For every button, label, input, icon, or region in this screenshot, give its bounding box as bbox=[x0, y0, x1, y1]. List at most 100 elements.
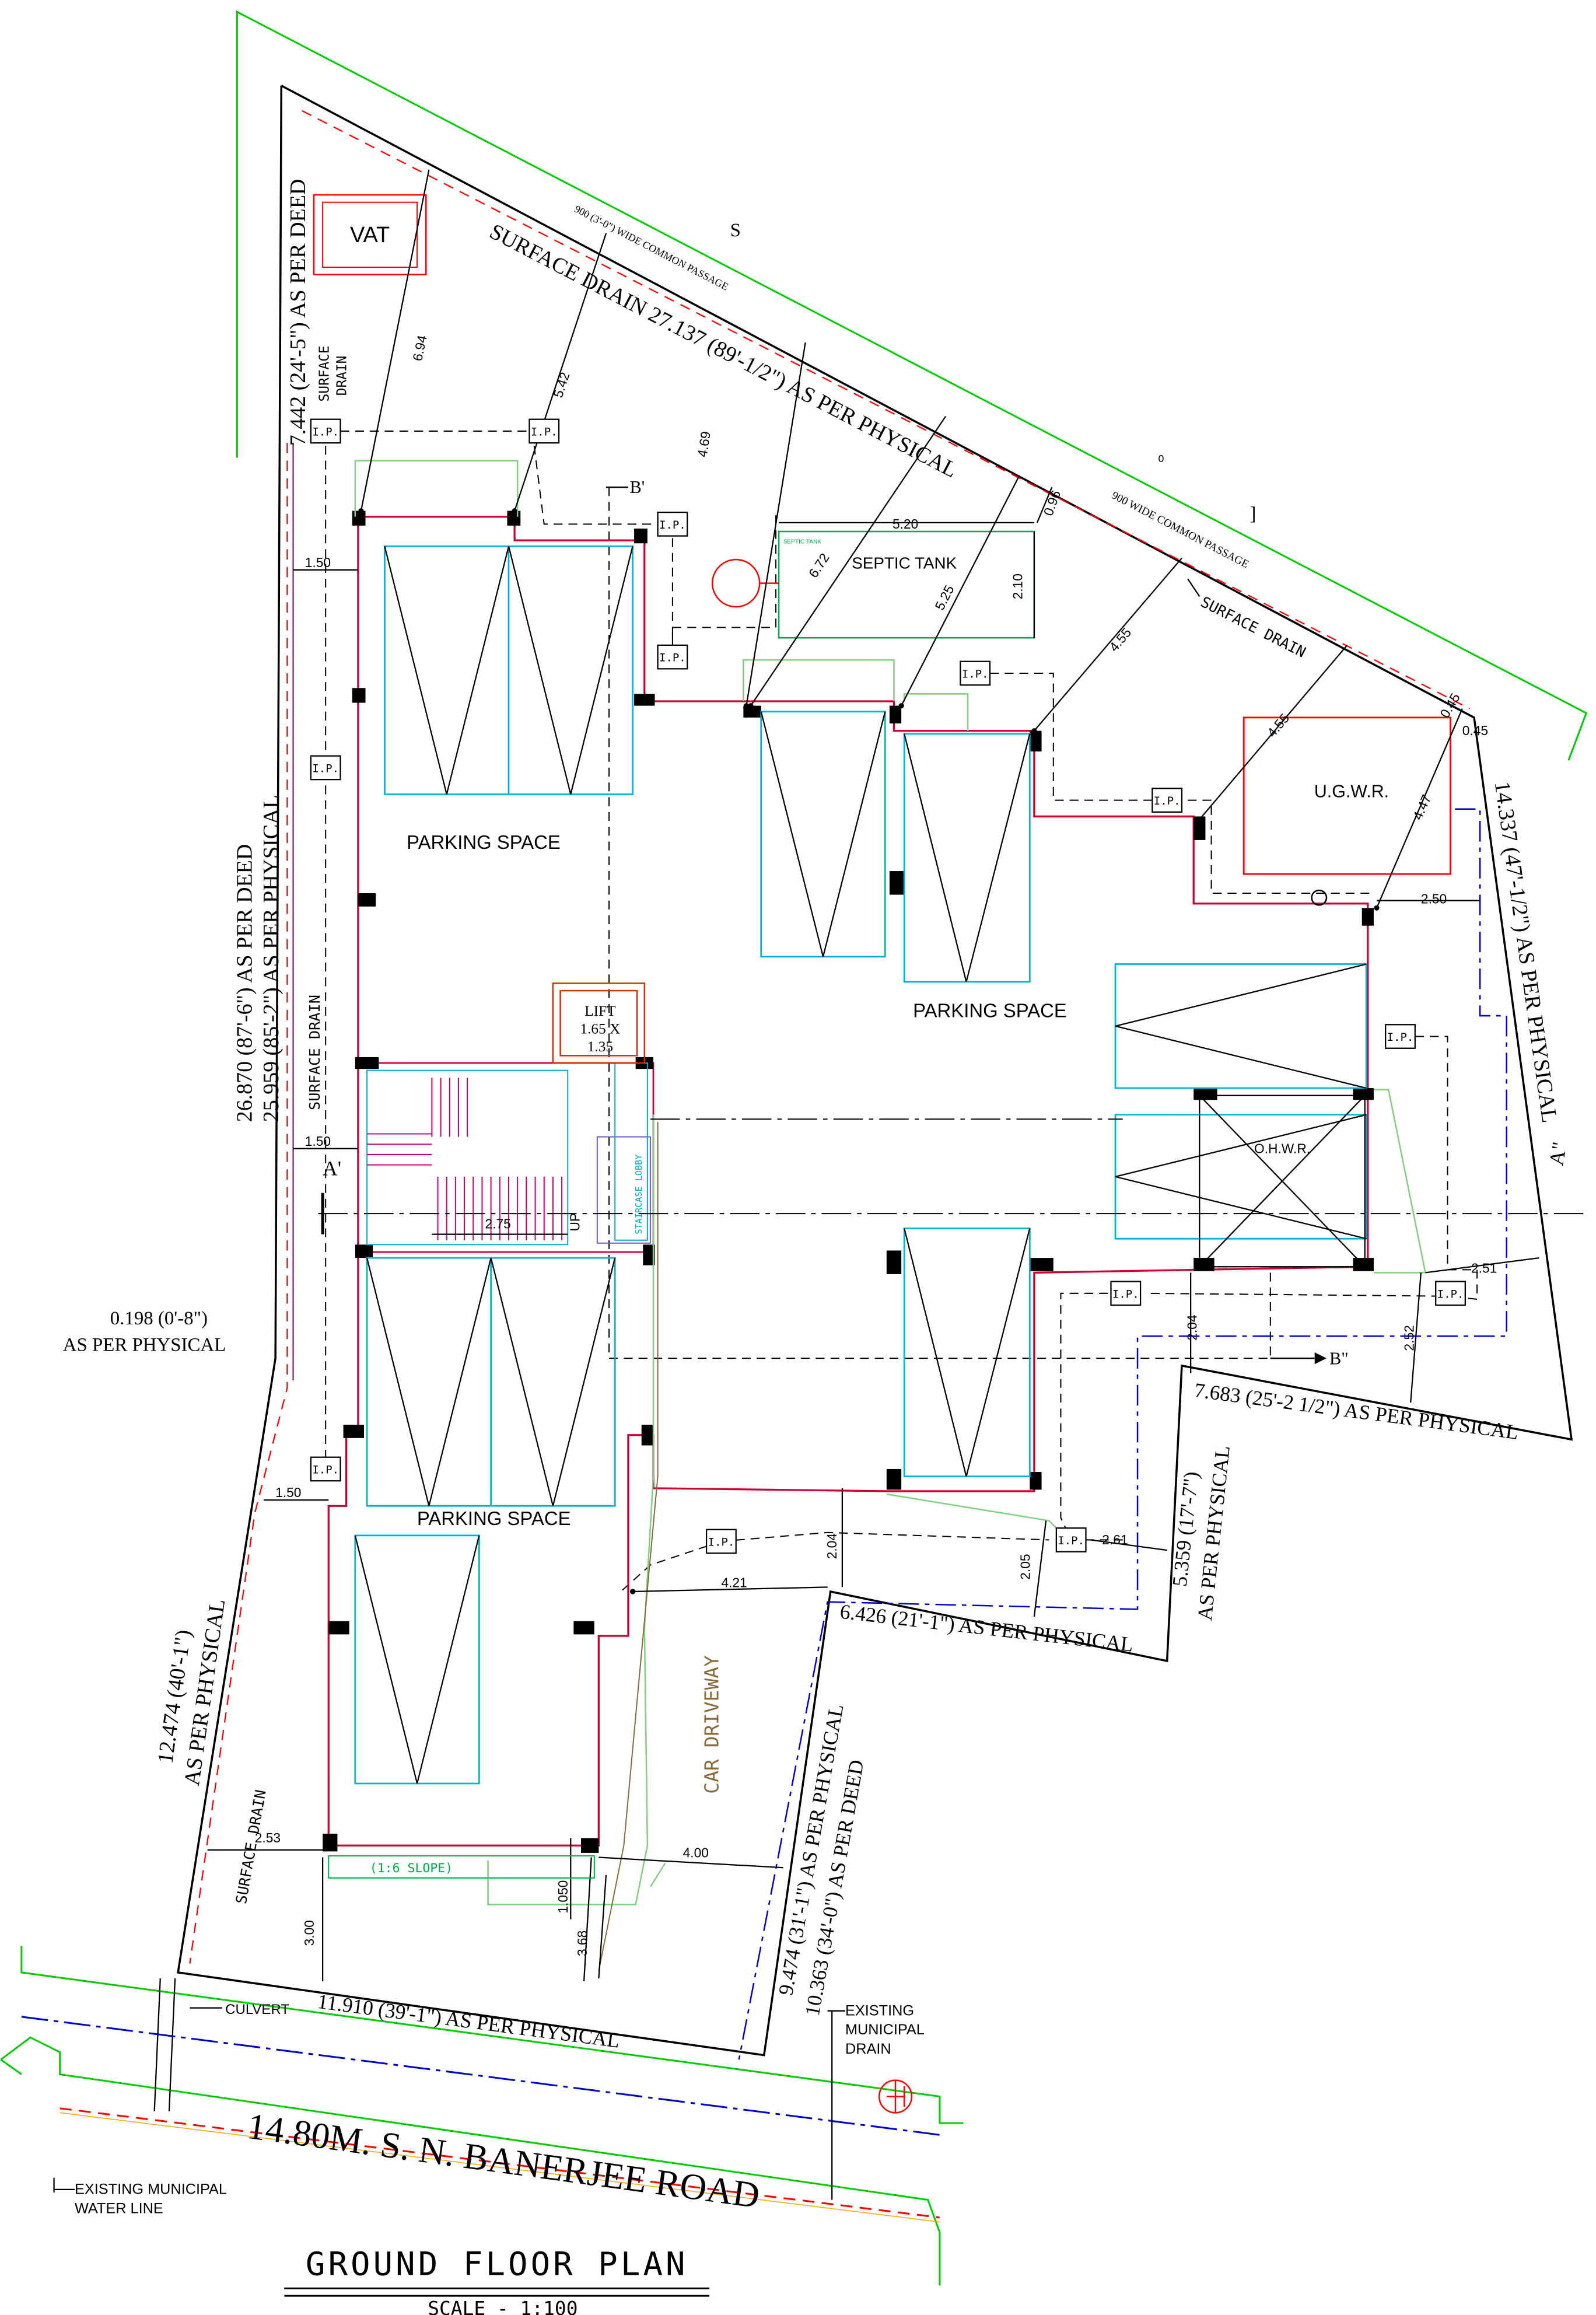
surface-drain-top: SURFACE DRAIN bbox=[1198, 593, 1309, 661]
dim-3-68: 3.68 bbox=[575, 1931, 590, 1956]
culvert-label: CULVERT bbox=[225, 2002, 289, 2017]
dim-left-top-deed: 7.442 (24'-5") AS PER DEED bbox=[286, 179, 310, 446]
surface-drain-left-bottom: SURFACE DRAIN bbox=[233, 1789, 270, 1905]
ip-label: I.P. bbox=[659, 652, 686, 665]
ugwr-box bbox=[1242, 716, 1451, 875]
dim-left-jog-2: AS PER PHYSICAL bbox=[63, 1335, 226, 1356]
staircase-lobby-label: STAIRCASE LOBBY bbox=[634, 1155, 644, 1235]
surface-drain-left-top-2: DRAIN bbox=[335, 356, 350, 396]
boundary-setback-lines bbox=[738, 808, 1507, 2060]
dim-2-53: 2.53 bbox=[255, 1830, 281, 1845]
water-line-line2: WATER LINE bbox=[75, 2200, 163, 2216]
dim-2-50: 2.50 bbox=[1421, 891, 1447, 907]
stray-mark-bracket: ] bbox=[1250, 503, 1256, 524]
slope-box bbox=[328, 1855, 595, 1879]
dim-5-42: 5.42 bbox=[550, 370, 572, 400]
dim-6-72: 6.72 bbox=[806, 550, 832, 580]
dim-right-vertical-2: AS PER PHYSICAL bbox=[1193, 1445, 1234, 1622]
parking-bay-arrows bbox=[354, 546, 1367, 1784]
water-line-line1: EXISTING MUNICIPAL bbox=[75, 2181, 227, 2197]
section-a-start: A' bbox=[323, 1156, 341, 1180]
dim-4-55-a: 4.55 bbox=[1106, 625, 1134, 655]
septic-tank-label: SEPTIC TANK bbox=[852, 554, 957, 572]
ip-label: I.P. bbox=[1387, 1031, 1414, 1044]
ohwr-label: O.H.W.R. bbox=[1254, 1141, 1310, 1156]
section-b-start: B' bbox=[630, 477, 645, 497]
staircase bbox=[366, 1062, 651, 1246]
dim-right-upper: 14.337 (47'-1/2") AS PER PHYSICAL bbox=[1490, 780, 1562, 1124]
existing-drain-line1: EXISTING bbox=[845, 2002, 914, 2019]
dimension-lines bbox=[53, 169, 1539, 2200]
septic-tank-tag: SEPTIC TANK bbox=[783, 538, 822, 545]
parking-space-label-2: PARKING SPACE bbox=[913, 1000, 1067, 1022]
dim-0-96: 0.96 bbox=[1041, 488, 1064, 518]
dim-4-47: 4.47 bbox=[1410, 792, 1434, 822]
road-name: 14.80M. S. N. BANERJEE ROAD bbox=[245, 2106, 762, 2216]
inspection-pits bbox=[310, 418, 1466, 1554]
dim-2-52: 2.52 bbox=[1401, 1325, 1416, 1351]
dim-4-69: 4.69 bbox=[694, 430, 713, 458]
lift-size-line1: 1.65 X bbox=[580, 1020, 620, 1037]
dim-left-long-deed: 26.870 (87'-6") AS PER DEED bbox=[233, 844, 257, 1122]
dim-left-jog-1: 0.198 (0'-8") bbox=[110, 1308, 208, 1329]
lift-title: LIFT bbox=[584, 1003, 616, 1019]
section-lines bbox=[318, 1118, 1584, 1215]
plot-boundary bbox=[177, 85, 1573, 2057]
dim-3-00: 3.00 bbox=[302, 1920, 317, 1946]
ip-label: I.P. bbox=[312, 426, 339, 439]
ohwr-box bbox=[1199, 1094, 1366, 1268]
road-lines bbox=[21, 2016, 940, 2223]
lift-shaft bbox=[552, 982, 646, 1064]
slope-label: (1:6 SLOPE) bbox=[370, 1861, 453, 1876]
driveway-edge bbox=[598, 1122, 659, 1971]
vat-box-inner bbox=[322, 201, 418, 268]
ugwr-label: U.G.W.R. bbox=[1314, 782, 1389, 802]
site-extent-lines bbox=[0, 10, 1588, 2286]
dim-1-50-c: 1.50 bbox=[275, 1485, 301, 1500]
dim-5-20: 5.20 bbox=[892, 516, 918, 531]
vat-box bbox=[313, 194, 427, 275]
stray-mark-0: 0 bbox=[1158, 453, 1164, 464]
inspection-pit-labels: I.P. I.P. I.P. I.P. I.P. I.P. I.P. I.P. … bbox=[312, 426, 1464, 1549]
drain-dashed-lines bbox=[189, 110, 1470, 1964]
setback-dimension-labels: 6.94 5.42 4.69 6.72 5.25 0.96 4.55 4.55 … bbox=[255, 334, 1497, 1956]
surface-drain-left-top-1: SURFACE bbox=[317, 345, 332, 401]
ip-label: I.P. bbox=[1058, 1534, 1084, 1547]
dim-road-frontage: 11.910 (39'-1") AS PER PHYSICAL bbox=[316, 1989, 621, 2052]
existing-drain-line2: MUNICIPAL bbox=[845, 2022, 925, 2038]
ip-label: I.P. bbox=[531, 426, 558, 439]
dim-1-50-a: 1.50 bbox=[305, 555, 331, 570]
north-symbol bbox=[878, 2079, 913, 2114]
dim-2-04-b: 2.04 bbox=[824, 1533, 839, 1559]
dim-1-050: 1.050 bbox=[555, 1880, 570, 1914]
dim-2-04-a: 2.04 bbox=[1184, 1314, 1199, 1340]
stair-up-label: UP bbox=[567, 1213, 582, 1232]
drainage-pipes bbox=[325, 430, 1478, 1592]
dim-4-21: 4.21 bbox=[721, 1575, 747, 1590]
building-outline bbox=[327, 516, 1369, 1847]
ip-label: I.P. bbox=[312, 763, 339, 775]
ip-label: I.P. bbox=[312, 1464, 339, 1477]
dimension-arrowheads bbox=[358, 508, 1380, 1594]
ip-label: I.P. bbox=[659, 519, 686, 531]
dim-2-61: 2.61 bbox=[1102, 1532, 1128, 1547]
parking-space-label-1: PARKING SPACE bbox=[407, 831, 561, 853]
stray-mark-s: S bbox=[730, 220, 741, 241]
surface-drain-left-mid: SURFACE DRAIN bbox=[306, 995, 323, 1110]
section-a-end: A" bbox=[1544, 1140, 1571, 1167]
drawing-scale: SCALE - 1:100 bbox=[428, 2297, 578, 2315]
ip-label: I.P. bbox=[1437, 1288, 1464, 1300]
dim-6-94: 6.94 bbox=[410, 334, 430, 362]
dim-0-45-b: 0.45 bbox=[1462, 723, 1488, 738]
dim-5-25: 5.25 bbox=[932, 583, 957, 613]
dim-right-step: 7.683 (25'-2 1/2") AS PER PHYSICAL bbox=[1193, 1378, 1520, 1444]
dim-2-75: 2.75 bbox=[485, 1216, 511, 1231]
section-b2-arrow bbox=[1314, 1352, 1326, 1365]
driveway-outlines bbox=[354, 460, 1427, 1905]
parking-bays bbox=[354, 545, 1367, 1785]
dim-4-00: 4.00 bbox=[683, 1845, 709, 1861]
ip-label: I.P. bbox=[962, 668, 989, 681]
lift-size-line2: 1.35 bbox=[587, 1038, 613, 1055]
dim-2-05: 2.05 bbox=[1017, 1554, 1032, 1579]
